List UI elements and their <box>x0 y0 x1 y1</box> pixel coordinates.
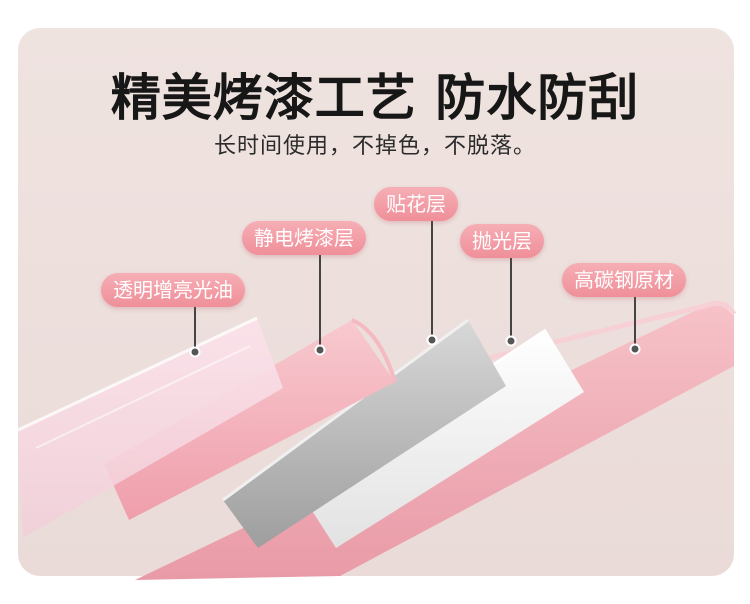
callout-markers <box>189 219 641 358</box>
gloss-layer-label: 透明增亮光油 <box>101 273 245 307</box>
steel-core-label: 高碳钢原材 <box>562 263 686 297</box>
paint-layer-label: 静电烤漆层 <box>242 221 366 255</box>
gloss-layer <box>17 316 283 538</box>
decal-layer-label: 贴花层 <box>374 187 458 221</box>
polish-layer-label: 抛光层 <box>460 224 544 258</box>
decal-layer <box>222 318 506 548</box>
page-title: 精美烤漆工艺 防水防刮 <box>110 69 640 127</box>
paint-layer <box>104 318 397 520</box>
page-subtitle: 长时间使用，不掉色，不脱落。 <box>213 134 536 159</box>
